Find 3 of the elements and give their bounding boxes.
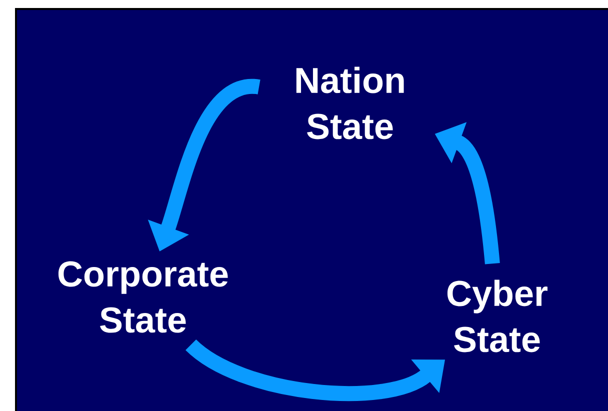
state-label: Corporate State (58, 261, 228, 333)
state-label: Cyber State (447, 280, 548, 352)
state-label: Nation State (296, 66, 404, 140)
